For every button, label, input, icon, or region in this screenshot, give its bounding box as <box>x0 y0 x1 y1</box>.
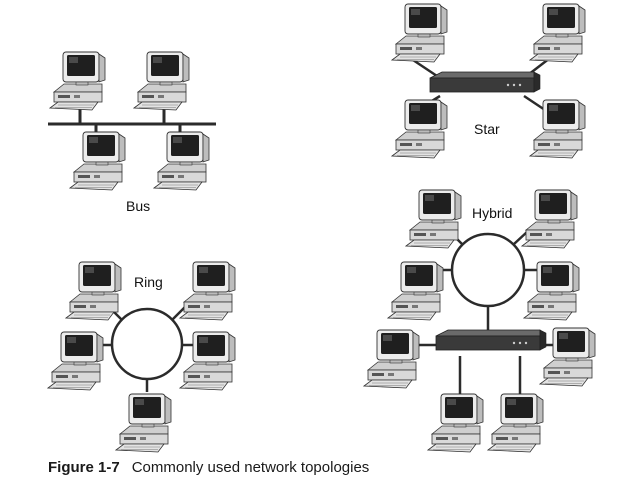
desktop-computer-icon <box>69 131 126 191</box>
ring-lines <box>97 305 196 392</box>
desktop-computer-icon <box>387 261 444 321</box>
figure-title: Commonly used network topologies <box>131 459 370 476</box>
desktop-computer-icon <box>47 331 104 391</box>
star-topology: Star <box>391 3 586 159</box>
desktop-computer-icon <box>363 329 420 389</box>
bus-label: Bus <box>126 198 150 214</box>
figure-number: Figure 1-7 <box>48 459 120 476</box>
network-hub-icon <box>429 71 541 93</box>
desktop-computer-icon <box>133 51 190 111</box>
desktop-computer-icon <box>539 327 596 387</box>
desktop-computer-icon <box>529 99 586 159</box>
desktop-computer-icon <box>391 3 448 63</box>
network-hub-icon <box>435 329 547 351</box>
desktop-computer-icon <box>521 189 578 249</box>
desktop-computer-icon <box>427 393 484 453</box>
hybrid-label: Hybrid <box>472 205 512 221</box>
figure-caption: Figure 1-7 Commonly used network topologi… <box>48 459 369 476</box>
desktop-computer-icon <box>65 261 122 321</box>
desktop-computer-icon <box>405 189 462 249</box>
desktop-computer-icon <box>179 261 236 321</box>
desktop-computer-icon <box>153 131 210 191</box>
desktop-computer-icon <box>487 393 544 453</box>
bus-topology: Bus <box>48 51 216 214</box>
star-label: Star <box>474 121 500 137</box>
desktop-computer-icon <box>49 51 106 111</box>
desktop-computer-icon <box>179 331 236 391</box>
desktop-computer-icon <box>391 99 448 159</box>
desktop-computer-icon <box>115 393 172 453</box>
bus-lines <box>48 108 216 134</box>
ring-label: Ring <box>134 274 163 290</box>
ring-topology: Ring <box>47 261 236 453</box>
desktop-computer-icon <box>529 3 586 63</box>
hybrid-topology: Hybrid <box>363 189 596 453</box>
